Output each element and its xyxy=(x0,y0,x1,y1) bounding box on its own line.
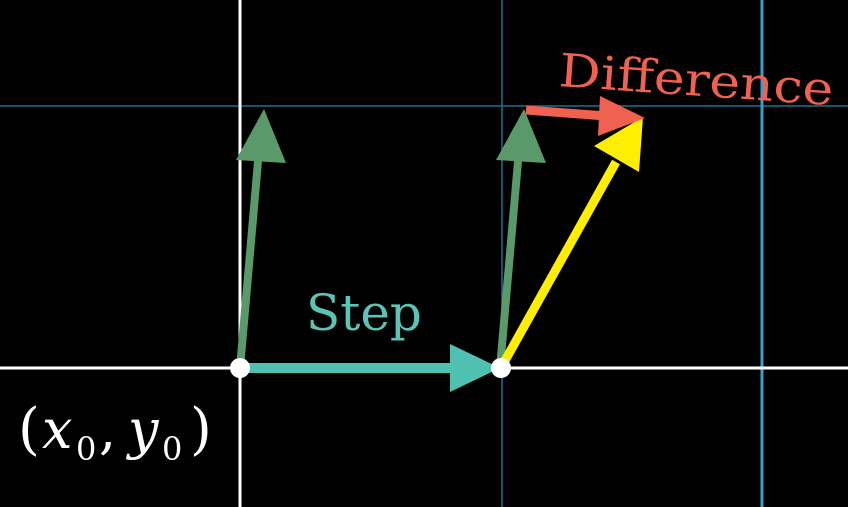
start-point-dot-icon xyxy=(230,358,250,378)
origin-sub-x: 0 xyxy=(76,430,96,468)
origin-paren-open: ( xyxy=(18,397,40,462)
difference-arrow xyxy=(525,96,645,136)
step-label: Step xyxy=(306,284,422,342)
step-arrow xyxy=(240,344,500,392)
end-point-dot-icon xyxy=(491,358,511,378)
origin-sub-y: 0 xyxy=(162,430,182,468)
origin-paren-close: ) xyxy=(190,397,212,462)
origin-var-y: y xyxy=(126,398,160,461)
origin-var-x: x xyxy=(42,398,72,461)
origin-comma: , xyxy=(99,398,116,461)
tangent-arrow-end xyxy=(496,109,546,369)
origin-label: ( x 0 , y 0 ) xyxy=(18,397,212,468)
tangent-arrow-start xyxy=(236,109,286,369)
difference-label: Difference xyxy=(557,43,835,116)
result-arrow xyxy=(498,117,643,369)
